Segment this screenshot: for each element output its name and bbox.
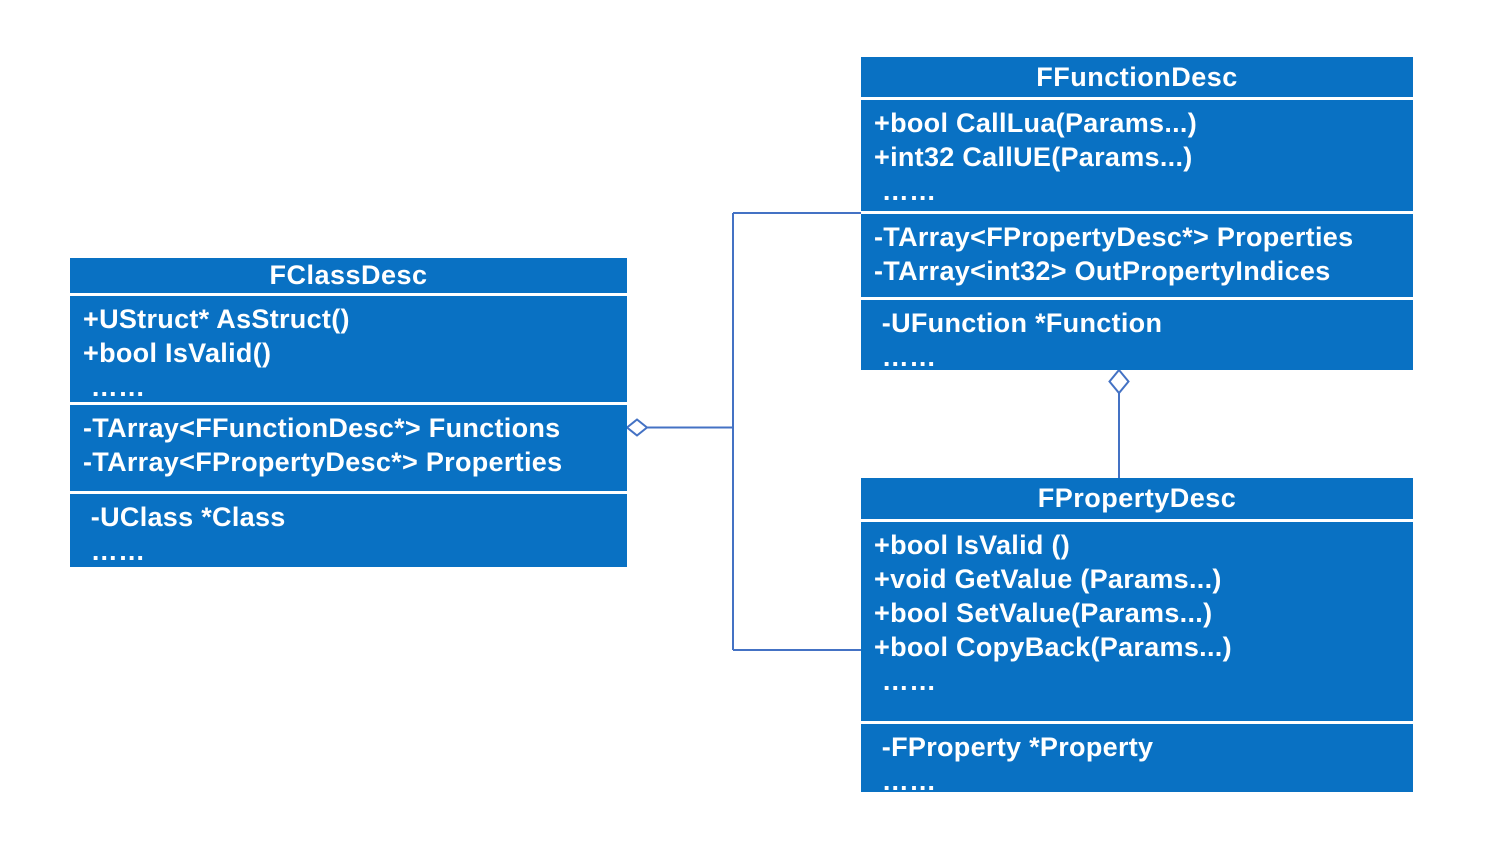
member-line: -TArray<FFunctionDesc*> Functions: [83, 413, 561, 443]
member-line: +int32 CallUE(Params...): [874, 142, 1193, 172]
member-line: ……: [83, 372, 146, 402]
member-line: -TArray<FPropertyDesc*> Properties: [83, 447, 563, 477]
fields-section: -UFunction *Function ……: [861, 297, 1413, 370]
class-title: FPropertyDesc: [1037, 483, 1237, 513]
member-line: ……: [874, 666, 937, 696]
member-line: +bool CopyBack(Params...): [874, 632, 1232, 662]
connector-line-fclassdesc: [647, 212, 861, 651]
member-line: ……: [874, 342, 937, 370]
member-line: ……: [874, 766, 937, 792]
methods-section: +bool CallLua(Params...) +int32 CallUE(P…: [861, 97, 1413, 211]
class-box-ffunctiondesc: FFunctionDesc +bool CallLua(Params...) +…: [861, 57, 1413, 370]
fields-section: -TArray<FFunctionDesc*> Functions -TArra…: [70, 402, 627, 491]
member-line: -UFunction *Function: [874, 308, 1163, 338]
member-line: +bool IsValid (): [874, 530, 1071, 560]
class-box-fclassdesc: FClassDesc +UStruct* AsStruct() +bool Is…: [70, 258, 627, 567]
methods-section: +bool IsValid () +void GetValue (Params.…: [861, 519, 1413, 721]
member-line: -UClass *Class: [83, 502, 286, 532]
member-line: -FProperty *Property: [874, 732, 1154, 762]
fields-section: -TArray<FPropertyDesc*> Properties -TArr…: [861, 211, 1413, 297]
member-line: ……: [874, 176, 937, 206]
member-line: +bool SetValue(Params...): [874, 598, 1213, 628]
member-line: +bool IsValid(): [83, 338, 272, 368]
member-line: +bool CallLua(Params...): [874, 108, 1198, 138]
aggregation-diamond-icon: [625, 418, 649, 437]
class-title: FClassDesc: [269, 260, 428, 290]
member-line: +void GetValue (Params...): [874, 564, 1222, 594]
member-line: -TArray<int32> OutPropertyIndices: [874, 256, 1331, 286]
class-box-fpropertydesc: FPropertyDesc +bool IsValid () +void Get…: [861, 478, 1413, 792]
member-line: +UStruct* AsStruct(): [83, 304, 350, 334]
fields-section: -UClass *Class ……: [70, 491, 627, 567]
methods-section: +UStruct* AsStruct() +bool IsValid() ……: [70, 293, 627, 402]
member-line: ……: [83, 536, 146, 566]
fields-section: -FProperty *Property ……: [861, 721, 1413, 792]
class-title: FFunctionDesc: [1036, 61, 1238, 92]
aggregation-diamond-icon: [1108, 368, 1130, 395]
member-line: -TArray<FPropertyDesc*> Properties: [874, 222, 1354, 252]
